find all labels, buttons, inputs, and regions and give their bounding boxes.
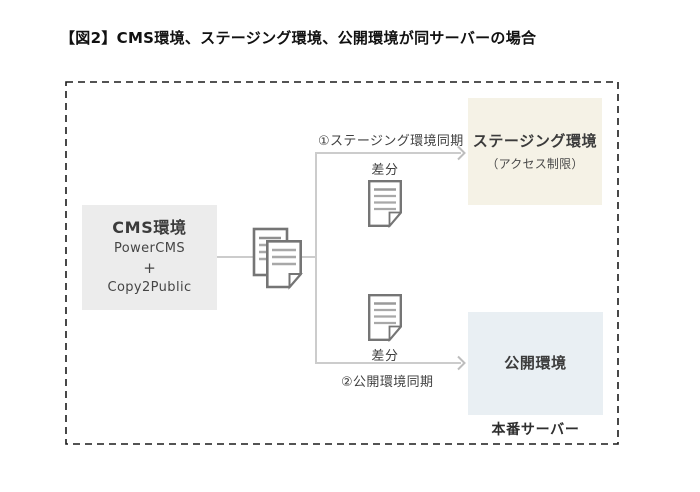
connector-to-public [315, 362, 461, 364]
cms-product-label: PowerCMS [114, 240, 185, 256]
cms-addon-label: Copy2Public [107, 280, 192, 296]
arrow-right-icon [457, 145, 466, 161]
production-server-label: 本番サーバー [491, 422, 580, 438]
connector-to-staging [315, 152, 461, 154]
cms-plus-label: + [143, 259, 156, 278]
staging-sync-label: ①ステージング環境同期 [318, 134, 464, 149]
staging-box-title: ステージング環境 [472, 131, 598, 150]
connector-branch-vertical [315, 152, 317, 364]
production-server-border [65, 81, 619, 445]
page-title: 【図2】CMS環境、ステージング環境、公開環境が同サーバーの場合 [60, 29, 537, 47]
cms-box-title: CMS環境 [112, 218, 187, 238]
staging-diff-label: 差分 [371, 163, 399, 178]
staging-box-note: （アクセス制限） [486, 157, 584, 172]
diff-document-icon [368, 180, 402, 228]
public-sync-label: ②公開環境同期 [341, 375, 434, 390]
public-diff-label: 差分 [371, 349, 399, 364]
public-box-title: 公開環境 [504, 353, 567, 372]
diff-document-icon [368, 294, 402, 342]
public-environment-box: 公開環境 [468, 312, 603, 415]
cms-environment-box: CMS環境 PowerCMS + Copy2Public [82, 205, 217, 310]
documents-icon [252, 227, 303, 290]
staging-environment-box: ステージング環境 （アクセス制限） [468, 98, 602, 205]
arrow-right-icon [457, 355, 466, 371]
